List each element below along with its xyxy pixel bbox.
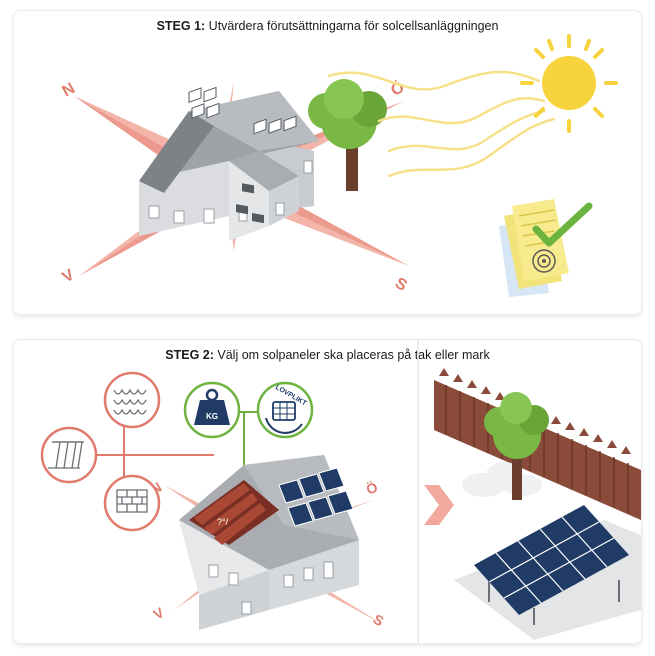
compass-n-label: N: [60, 80, 79, 101]
step2-title-label: STEG 2:: [165, 348, 214, 362]
compass-v-label: V: [60, 266, 78, 286]
roof-angle-label: ?°/: [217, 517, 229, 527]
compass-s-label: S: [392, 275, 410, 295]
compass-s-label: S: [371, 611, 387, 630]
sun-rays: [327, 70, 556, 178]
house: [139, 86, 319, 241]
step1-illustration: N Ö S V: [60, 34, 618, 297]
sun-icon: [520, 34, 618, 133]
step1-title-label: STEG 1:: [156, 19, 206, 33]
compass-v-label: V: [151, 604, 168, 623]
weight-label: KG: [206, 412, 218, 421]
step2-illustration: N Ö S V ?°/: [40, 340, 641, 643]
step2-panel: STEG 2: Välj om solpaneler ska placeras …: [14, 340, 641, 643]
tree: [308, 79, 387, 191]
step1-title: STEG 1: Utvärdera förutsättningarna för …: [14, 19, 641, 33]
step1-title-text: Utvärdera förutsättningarna för solcells…: [208, 19, 499, 33]
step2-title-text: Välj om solpaneler ska placeras på tak e…: [217, 348, 490, 362]
house: ?°/: [179, 455, 359, 630]
tree: [484, 392, 549, 500]
compass-o-label: Ö: [364, 479, 381, 498]
corrugated-roof-option: [40, 426, 98, 484]
approved-documents-icon: [499, 199, 593, 297]
weight-icon: KG: [183, 381, 241, 439]
step2-title: STEG 2: Välj om solpaneler ska placeras …: [14, 348, 641, 362]
permit-calendar-icon: LOVPLIKT: [256, 381, 314, 439]
step1-panel: STEG 1: Utvärdera förutsättningarna för …: [14, 11, 641, 314]
tile-roof-option: [103, 371, 161, 429]
shingle-roof-option: [103, 474, 161, 532]
chevron-right-icon: [424, 485, 454, 525]
ground-solar-array: [474, 505, 629, 625]
